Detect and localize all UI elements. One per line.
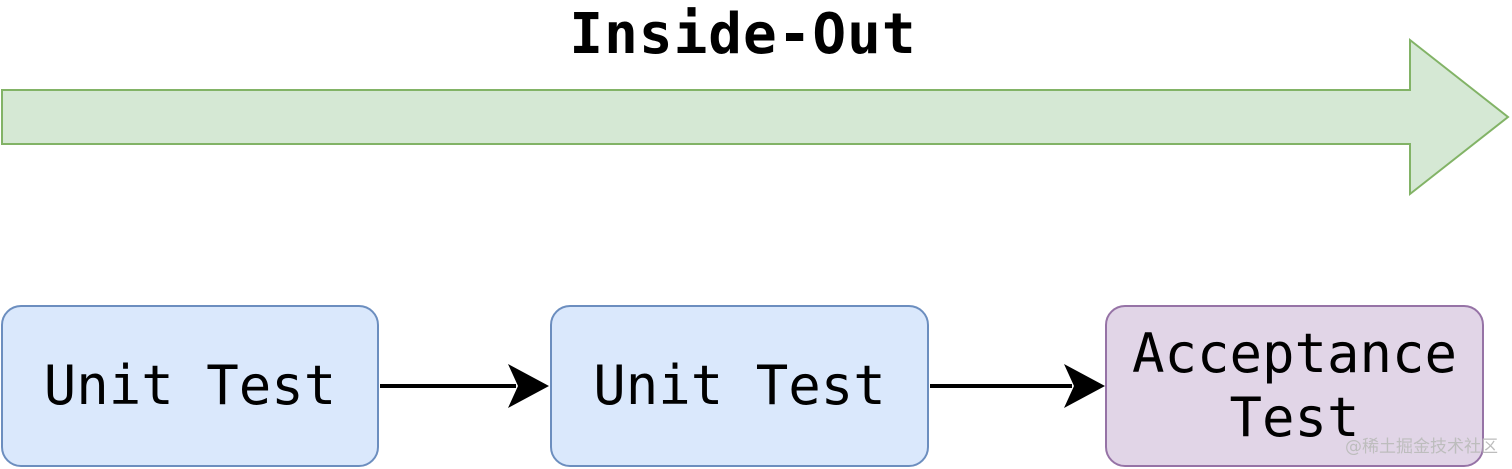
direction-arrow [1, 37, 1510, 197]
diagram-title: Inside-Out [569, 2, 917, 67]
unit-test-box: Unit Test [1, 305, 379, 467]
connector-arrowhead [1064, 364, 1105, 408]
acceptance-test-box: Acceptance Test [1105, 305, 1484, 467]
connector-arrowhead [508, 364, 549, 408]
unit-test-box: Unit Test [550, 305, 929, 467]
watermark: @稀土掘金技术社区 [1345, 437, 1498, 457]
